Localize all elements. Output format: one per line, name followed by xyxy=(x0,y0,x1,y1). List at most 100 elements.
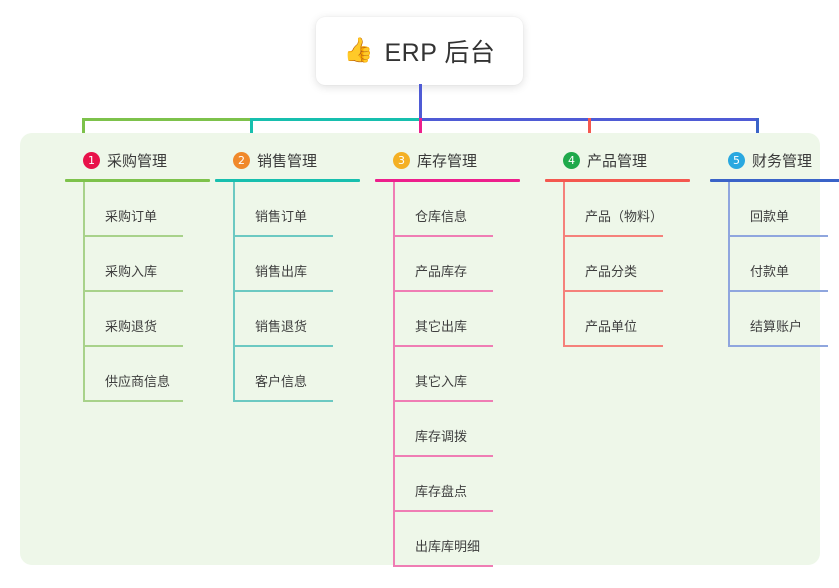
connector-bus-segment-2 xyxy=(250,118,421,121)
list-item-rule xyxy=(83,400,183,402)
connector-drop-5 xyxy=(756,118,759,143)
list-item-rule xyxy=(728,345,828,347)
list-item-label: 销售出库 xyxy=(255,264,308,279)
column-items-4: 产品（物料） 产品分类产品单位 xyxy=(545,182,690,347)
list-item-rule xyxy=(233,290,333,292)
list-item-label: 其它出库 xyxy=(415,319,468,334)
list-item-rule xyxy=(393,400,493,402)
list-item[interactable]: 结算账户 xyxy=(728,292,839,347)
list-item-rule xyxy=(233,235,333,237)
column-header-rule-3 xyxy=(375,179,520,182)
column-spine-1 xyxy=(83,182,85,402)
list-item-label: 采购订单 xyxy=(105,209,158,224)
column-title-1: 采购管理 xyxy=(107,152,168,170)
column-title-4: 产品管理 xyxy=(587,152,648,170)
root-node-card[interactable]: 👍 ERP 后台 xyxy=(316,17,523,85)
list-item-label: 销售订单 xyxy=(255,209,308,224)
list-item-rule xyxy=(83,235,183,237)
list-item[interactable]: 仓库信息 xyxy=(393,182,520,237)
list-item[interactable]: 产品分类 xyxy=(563,237,690,292)
list-item-label: 其它入库 xyxy=(415,374,468,389)
column-5: 5 财务管理回款单付款单结算账户 xyxy=(710,147,839,347)
list-item-rule xyxy=(563,290,663,292)
list-item[interactable]: 销售退货 xyxy=(233,292,360,347)
list-item[interactable]: 其它入库 xyxy=(393,347,520,402)
list-item-label: 库存盘点 xyxy=(415,484,468,499)
connector-drop-3 xyxy=(419,118,422,143)
connector-drop-1 xyxy=(82,118,85,143)
column-header-5[interactable]: 5 财务管理 xyxy=(710,147,839,173)
column-header-rule-4 xyxy=(545,179,690,182)
column-header-4[interactable]: 4 产品管理 xyxy=(545,147,690,173)
list-item[interactable]: 销售订单 xyxy=(233,182,360,237)
column-header-rule-1 xyxy=(65,179,210,182)
list-item[interactable]: 库存调拨 xyxy=(393,402,520,457)
column-title-5: 财务管理 xyxy=(752,152,813,170)
list-item-rule xyxy=(393,565,493,567)
list-item-label: 产品分类 xyxy=(585,264,638,279)
list-item[interactable]: 产品（物料） xyxy=(563,182,690,237)
list-item-rule xyxy=(728,235,828,237)
list-item-label: 出库库明细 xyxy=(415,539,481,554)
list-item[interactable]: 其它出库 xyxy=(393,292,520,347)
column-badge-5: 5 xyxy=(728,151,745,169)
list-item-label: 结算账户 xyxy=(750,319,803,334)
thumbs-up-icon: 👍 xyxy=(343,37,374,64)
list-item-label: 销售退货 xyxy=(255,319,308,334)
list-item[interactable]: 客户信息 xyxy=(233,347,360,402)
list-item[interactable]: 供应商信息 xyxy=(83,347,210,402)
list-item[interactable]: 出库库明细 xyxy=(393,512,520,567)
column-badge-1: 1 xyxy=(83,151,100,169)
list-item-rule xyxy=(393,455,493,457)
list-item-rule xyxy=(393,235,493,237)
list-item-rule xyxy=(563,235,663,237)
list-item-label: 产品库存 xyxy=(415,264,468,279)
list-item[interactable]: 库存盘点 xyxy=(393,457,520,512)
list-item[interactable]: 回款单 xyxy=(728,182,839,237)
column-spine-5 xyxy=(728,182,730,347)
column-spine-4 xyxy=(563,182,565,347)
list-item[interactable]: 销售出库 xyxy=(233,237,360,292)
list-item[interactable]: 付款单 xyxy=(728,237,839,292)
list-item-rule xyxy=(83,290,183,292)
list-item-label: 客户信息 xyxy=(255,374,308,389)
list-item-rule xyxy=(233,400,333,402)
connector-drop-2 xyxy=(250,118,253,143)
list-item-label: 采购入库 xyxy=(105,264,158,279)
page-title: ERP 后台 xyxy=(384,39,496,67)
list-item-rule xyxy=(233,345,333,347)
list-item-label: 供应商信息 xyxy=(105,374,171,389)
column-items-1: 采购订单采购入库采购退货供应商信息 xyxy=(65,182,210,402)
column-title-3: 库存管理 xyxy=(417,152,478,170)
column-spine-2 xyxy=(233,182,235,402)
column-items-3: 仓库信息产品库存其它出库其它入库库存调拨库存盘点出库库明细 xyxy=(375,182,520,567)
column-header-1[interactable]: 1 采购管理 xyxy=(65,147,210,173)
connector-drop-4 xyxy=(588,118,591,143)
list-item[interactable]: 采购退货 xyxy=(83,292,210,347)
column-items-5: 回款单付款单结算账户 xyxy=(710,182,839,347)
list-item[interactable]: 采购订单 xyxy=(83,182,210,237)
list-item-label: 采购退货 xyxy=(105,319,158,334)
list-item[interactable]: 产品单位 xyxy=(563,292,690,347)
list-item[interactable]: 产品库存 xyxy=(393,237,520,292)
list-item-rule xyxy=(728,290,828,292)
list-item-label: 回款单 xyxy=(750,209,790,224)
list-item-label: 库存调拨 xyxy=(415,429,468,444)
list-item[interactable]: 采购入库 xyxy=(83,237,210,292)
list-item-label: 仓库信息 xyxy=(415,209,468,224)
column-header-rule-5 xyxy=(710,179,839,182)
column-spine-3 xyxy=(393,182,395,567)
root-node-content: 👍 ERP 后台 xyxy=(344,33,496,69)
list-item-rule xyxy=(563,345,663,347)
column-badge-4: 4 xyxy=(563,151,580,169)
column-4: 4 产品管理产品（物料） 产品分类产品单位 xyxy=(545,147,690,347)
connector-bus-segment-1 xyxy=(82,118,252,121)
column-header-rule-2 xyxy=(215,179,360,182)
list-item-label: 产品（物料） xyxy=(585,209,664,224)
